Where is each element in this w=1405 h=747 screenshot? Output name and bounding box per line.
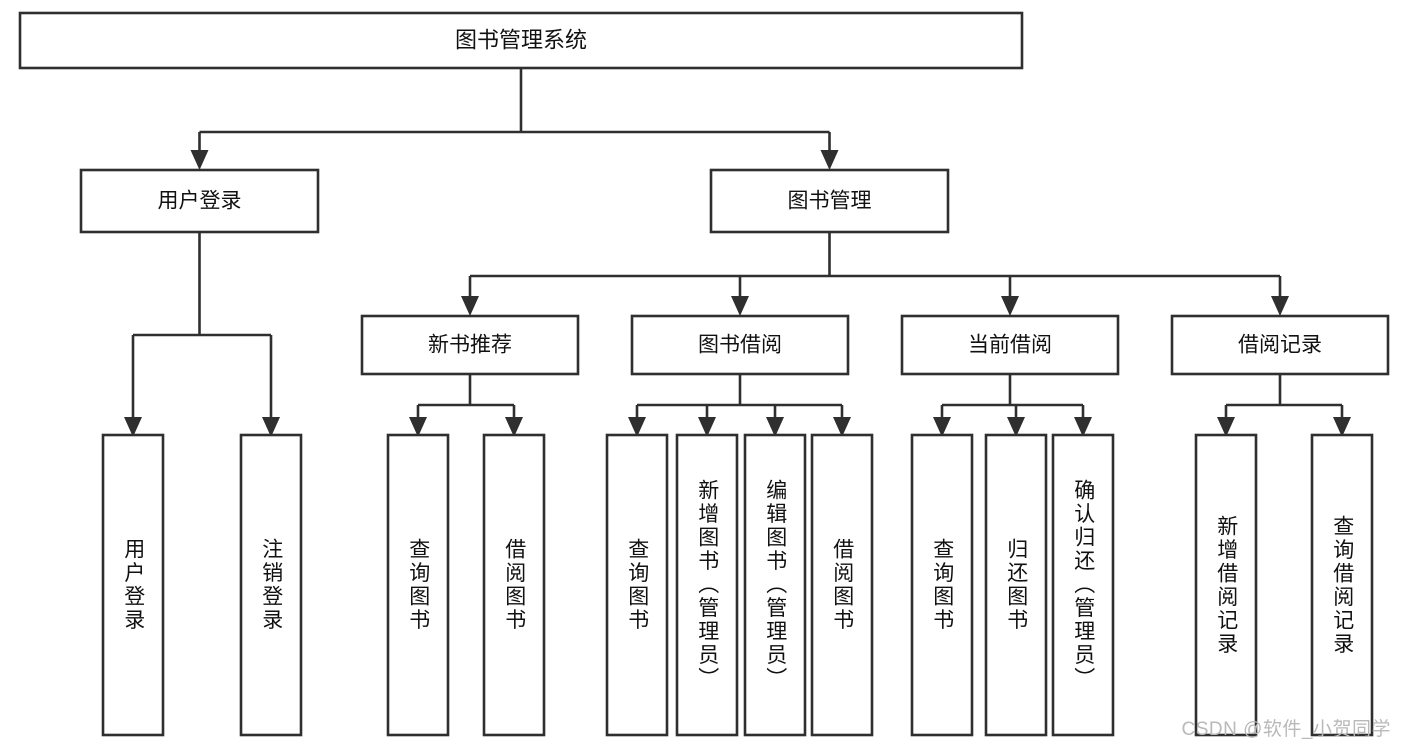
connector-lines — [124, 68, 1351, 437]
arrow-head-icon — [731, 296, 749, 316]
arrow-head-icon — [1001, 296, 1019, 316]
node-box-leaf-user-logout — [239, 433, 303, 737]
arrow-head-icon — [1333, 417, 1351, 437]
node-root[interactable]: 图书管理系统 — [18, 11, 1024, 70]
arrow-head-icon — [461, 296, 479, 316]
node-box-leaf-add-borrow-record — [1194, 433, 1258, 737]
node-leaf-add-book-admin[interactable] — [675, 433, 739, 737]
node-box-borrow-record — [1170, 314, 1390, 376]
node-label-user-login: 用户登录 — [158, 190, 242, 213]
node-leaf-return-book[interactable] — [984, 433, 1048, 737]
node-book-management[interactable]: 图书管理 — [709, 168, 950, 234]
arrow-head-icon — [1074, 417, 1092, 437]
node-box-leaf-borrow-book-rec — [482, 433, 546, 737]
node-leaf-query-borrow-rec[interactable] — [1310, 433, 1374, 737]
node-box-book-borrow — [630, 314, 850, 376]
node-box-current-borrow — [900, 314, 1120, 376]
arrow-head-icon — [409, 417, 427, 437]
node-label-book-management: 图书管理 — [788, 190, 872, 213]
node-leaf-borrow-book-rec[interactable] — [482, 433, 546, 737]
watermark-text: CSDN @软件_小贺同学 — [1181, 719, 1391, 740]
node-leaf-user-logout[interactable] — [239, 433, 303, 737]
node-box-leaf-return-book — [984, 433, 1048, 737]
node-box-leaf-confirm-return — [1051, 433, 1115, 737]
node-box-root — [18, 11, 1024, 70]
node-leaf-user-login[interactable] — [101, 433, 165, 737]
node-user-login[interactable]: 用户登录 — [79, 168, 320, 234]
arrow-head-icon — [1007, 417, 1025, 437]
arrow-head-icon — [124, 417, 142, 437]
node-label-new-book-recommend: 新书推荐 — [428, 334, 512, 357]
node-box-new-book-recommend — [360, 314, 580, 376]
node-leaf-edit-book-admin[interactable] — [743, 433, 807, 737]
node-box-leaf-query-borrow-rec — [1310, 433, 1374, 737]
arrow-head-icon — [933, 417, 951, 437]
node-current-borrow[interactable]: 当前借阅 — [900, 314, 1120, 376]
arrow-head-icon — [190, 150, 209, 170]
node-leaf-query-book-cur[interactable] — [910, 433, 974, 737]
arrow-head-icon — [1217, 417, 1235, 437]
node-new-book-recommend[interactable]: 新书推荐 — [360, 314, 580, 376]
arrow-head-icon — [833, 417, 851, 437]
node-book-borrow[interactable]: 图书借阅 — [630, 314, 850, 376]
node-leaf-borrow-book-brw[interactable] — [810, 433, 874, 737]
node-label-borrow-record: 借阅记录 — [1238, 334, 1322, 357]
arrow-head-icon — [505, 417, 523, 437]
node-box-leaf-user-login — [101, 433, 165, 737]
node-leaf-confirm-return[interactable] — [1051, 433, 1115, 737]
arrow-head-icon — [628, 417, 646, 437]
node-leaf-query-book-brw[interactable] — [605, 433, 669, 737]
node-borrow-record[interactable]: 借阅记录 — [1170, 314, 1390, 376]
node-leaf-add-borrow-record[interactable] — [1194, 433, 1258, 737]
node-box-leaf-add-book-admin — [675, 433, 739, 737]
arrow-head-icon — [820, 150, 839, 170]
node-box-leaf-borrow-book-brw — [810, 433, 874, 737]
arrow-head-icon — [698, 417, 716, 437]
node-box-leaf-query-book-brw — [605, 433, 669, 737]
node-box-leaf-query-book-cur — [910, 433, 974, 737]
node-box-user-login — [79, 168, 320, 234]
node-label-current-borrow: 当前借阅 — [968, 334, 1052, 357]
node-box-leaf-edit-book-admin — [743, 433, 807, 737]
arrow-head-icon — [262, 417, 280, 437]
node-leaf-query-book-rec[interactable] — [386, 433, 450, 737]
arrow-head-icon — [766, 417, 784, 437]
node-box-leaf-query-book-rec — [386, 433, 450, 737]
node-label-root: 图书管理系统 — [455, 27, 587, 52]
node-box-book-management — [709, 168, 950, 234]
node-label-book-borrow: 图书借阅 — [698, 334, 782, 357]
arrow-head-icon — [1271, 296, 1289, 316]
